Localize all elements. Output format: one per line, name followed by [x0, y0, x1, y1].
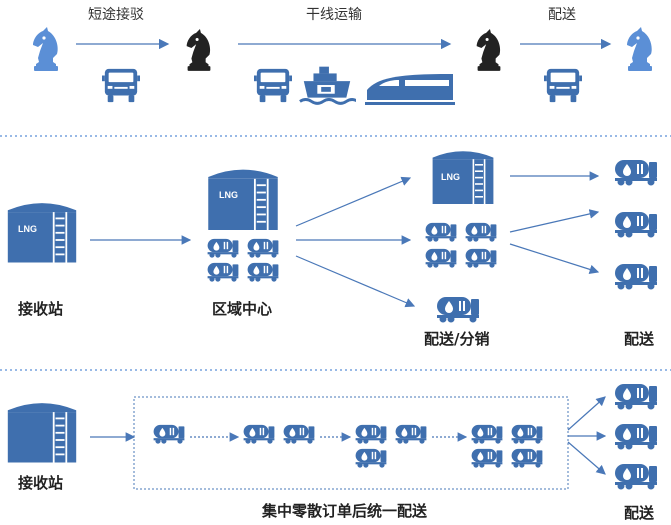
arrow [295, 176, 412, 227]
truck-icon [102, 68, 140, 103]
tank-truck-icon [471, 448, 503, 468]
tank-truck-icon [511, 448, 543, 468]
tank-truck-icon [355, 424, 387, 444]
tank-truck-icon [247, 262, 279, 282]
tank-truck-icon [355, 448, 387, 468]
tank-truck-icon [425, 248, 457, 268]
node-delivery: 配送 [624, 504, 655, 522]
tank-label: LNG [18, 224, 37, 234]
tank-truck-icon [615, 160, 657, 186]
truck-icon [544, 68, 582, 103]
leg-label-trunk: 干线运输 [306, 7, 362, 23]
node-delivery: 配送 [624, 330, 655, 348]
leg-label-delivery: 配送 [548, 7, 576, 23]
leg-label-short-haul: 短途接驳 [88, 7, 144, 23]
tank-label: LNG [219, 190, 238, 200]
knight-icon [476, 29, 501, 71]
tank-truck-icon [247, 238, 279, 258]
knight-icon [627, 27, 652, 71]
arrow [509, 209, 600, 233]
tank-truck-icon [615, 212, 657, 238]
arrow [295, 255, 416, 308]
tank-truck-icon [283, 424, 315, 444]
tank-truck-icon [615, 464, 657, 490]
tank-truck-icon [471, 424, 503, 444]
train-icon [365, 74, 455, 105]
tank-truck-icon [511, 424, 543, 444]
tank-label: LNG [441, 172, 460, 182]
lng-tank-icon [7, 403, 77, 463]
row1-icons [33, 27, 652, 71]
tank-truck-icon [207, 238, 239, 258]
tank-truck-icon [425, 222, 457, 242]
tank-truck-icon [615, 384, 657, 410]
ship-icon [298, 65, 356, 105]
arrow [509, 243, 600, 275]
tank-truck-icon [615, 424, 657, 450]
row2-icons [7, 151, 657, 323]
truck-icon [254, 68, 292, 103]
tank-truck-icon [243, 424, 275, 444]
row2-arrows [90, 171, 600, 308]
tank-truck-icon [395, 424, 427, 444]
consolidation-label: 集中零散订单后统一配送 [262, 502, 428, 520]
knight-icon [33, 27, 58, 71]
arrow [567, 396, 606, 431]
tank-truck-icon [153, 424, 185, 444]
node-source: 接收站 [18, 474, 64, 492]
arrow [567, 441, 606, 475]
node-source: 接收站 [18, 300, 64, 318]
tank-truck-icon [465, 248, 497, 268]
node-hub: 区域中心 [212, 300, 273, 318]
row1-vehicles [102, 65, 582, 105]
tank-truck-icon [207, 262, 239, 282]
consolidation-box [133, 396, 569, 490]
tank-truck-icon [615, 264, 657, 290]
tank-truck-icon [465, 222, 497, 242]
node-distribution: 配送/分销 [424, 330, 490, 348]
knight-icon [186, 29, 211, 71]
tank-truck-icon [437, 297, 479, 323]
row3-arrows [90, 396, 607, 475]
